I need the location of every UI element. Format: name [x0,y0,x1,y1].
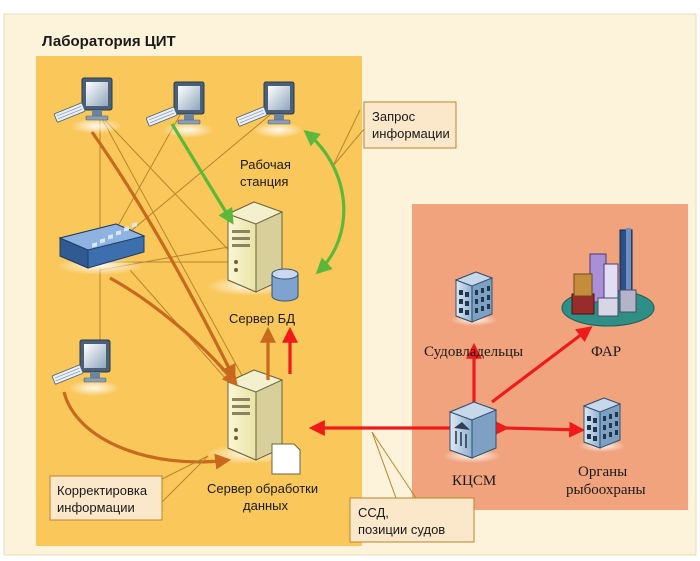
shipowners-label: Судовладельцы [424,344,523,360]
lab-title: Лаборатория ЦИТ [42,33,176,50]
callout-request: Запрос информации [332,101,457,167]
workstation-label-line1: Рабочая [240,157,291,172]
orange-arrow-correction [62,391,232,470]
document-icon [271,443,301,475]
shipowners-building-icon [449,271,499,327]
orange-arrow-1 [90,131,236,381]
red-arrow-kcsm-fishery [505,421,586,438]
callout-ssd-line1: ССД, [358,505,389,520]
callout-request-line1: Запрос [372,109,416,124]
far-city-icon [561,228,655,327]
callout-correction: Корректировка информации [49,455,209,521]
db-server-label: Сервер БД [229,311,295,326]
fishery-building-icon [577,397,627,453]
callout-ssd-line2: позиции судов [358,522,445,537]
callout-correction-line2: информации [57,500,135,515]
database-icon [271,268,299,302]
workstation-label-line2: станция [240,174,288,189]
processing-server-label-line1: Сервер обработки [207,481,318,496]
red-arrow-kcsm-far [491,326,593,404]
green-arrow-ws-to-db [170,123,234,225]
callout-ssd: ССД, позиции судов [349,431,475,543]
kcsm-bank-icon [442,401,502,463]
far-label: ФАР [591,344,621,360]
kcsm-label: КЦСМ [452,473,496,489]
green-arrow-request [303,129,346,275]
fishery-label-line1: Органы [578,464,627,480]
orange-arrow-2 [109,276,239,387]
fishery-label-line2: рыбоохраны [566,482,646,498]
callout-correction-line1: Корректировка [57,483,148,498]
processing-server-label-line2: данных [243,498,289,513]
network-switch-icon [56,222,146,275]
network-links [99,114,271,396]
callout-request-line2: информации [372,126,450,141]
